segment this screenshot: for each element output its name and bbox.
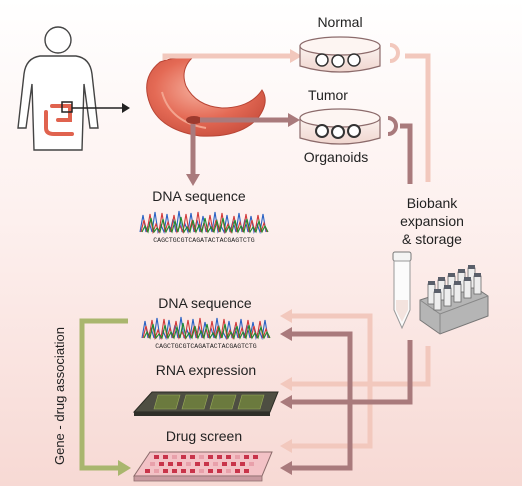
biopsy-site-marker bbox=[61, 101, 73, 113]
dna-chromatogram-bottom bbox=[141, 316, 271, 341]
tumor-return-arrow-icon bbox=[387, 116, 398, 136]
normal-organoid-dish bbox=[299, 36, 381, 73]
biopsy-pointer-arrow bbox=[72, 103, 130, 113]
gene-drug-association-label: Gene - drug association bbox=[52, 327, 67, 465]
dna-sequence-bottom-label: DNA sequence bbox=[158, 295, 252, 311]
tissue-sample-icon bbox=[146, 57, 266, 137]
intestine-icon bbox=[44, 104, 74, 136]
drug-screen-label: Drug screen bbox=[166, 428, 242, 444]
dna-chromatogram-top bbox=[139, 210, 269, 235]
dna-sequence-top-arrow bbox=[186, 124, 200, 186]
human-body-icon bbox=[17, 26, 99, 151]
biobank-label-line2: expansion bbox=[400, 213, 464, 229]
biobank-label-line3: & storage bbox=[402, 231, 462, 247]
storage-rack-icon bbox=[419, 265, 489, 335]
normal-to-assays-arrows bbox=[290, 313, 431, 449]
normal-label: Normal bbox=[317, 14, 362, 30]
rna-microarray-icon bbox=[132, 391, 279, 416]
cryovial-icon bbox=[392, 251, 412, 330]
normal-arrowheads bbox=[280, 309, 292, 453]
tumor-to-biobank-connector bbox=[400, 123, 413, 184]
dna-sequence-top-label: DNA sequence bbox=[152, 188, 246, 204]
gene-drug-association-arrow bbox=[79, 318, 131, 476]
normal-path-arrow bbox=[162, 49, 302, 63]
tumor-to-assays-arrows bbox=[290, 331, 413, 471]
rna-expression-label: RNA expression bbox=[156, 362, 256, 378]
dna-sequence-bottom-text: CAGCTGCGTCAGATACTACGAGTCTG bbox=[155, 343, 257, 350]
tumor-path-arrow bbox=[200, 113, 300, 127]
tumor-organoid-dish bbox=[299, 108, 381, 145]
dna-sequence-top-text: CAGCTGCGTCAGATACTACGAGTCTG bbox=[153, 237, 255, 244]
normal-return-arrow-icon bbox=[389, 43, 400, 63]
normal-to-biobank-connector bbox=[405, 53, 431, 182]
tumor-arrowheads bbox=[280, 327, 292, 475]
tumor-label: Tumor bbox=[308, 87, 348, 103]
organoids-label: Organoids bbox=[304, 149, 369, 165]
drug-screen-plate-icon bbox=[133, 451, 273, 482]
biobank-label-line1: Biobank bbox=[407, 195, 459, 211]
